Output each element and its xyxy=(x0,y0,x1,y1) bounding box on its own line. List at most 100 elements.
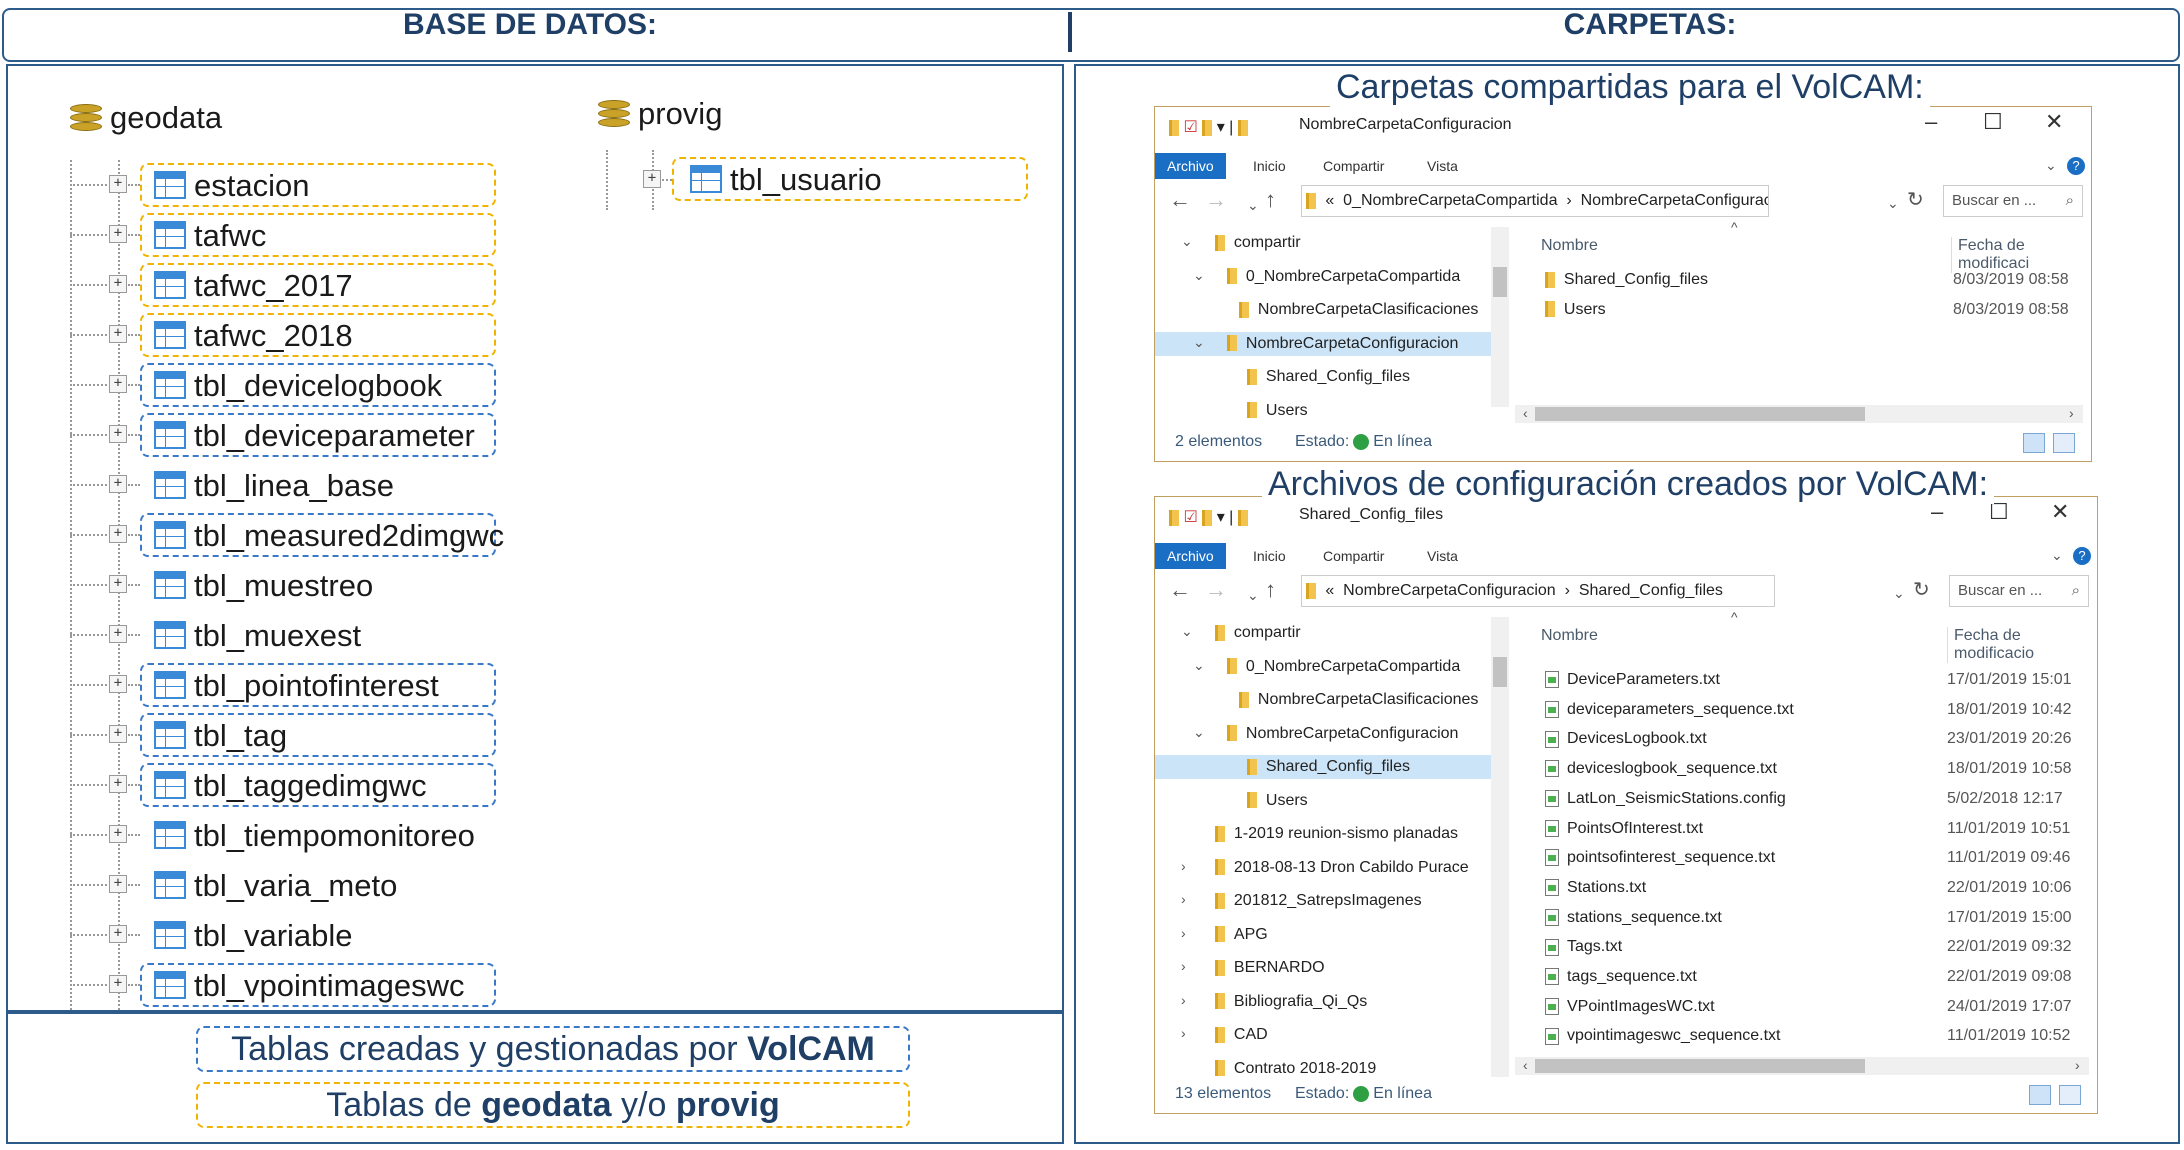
expand-icon[interactable]: + xyxy=(109,425,127,443)
table-item[interactable]: tbl_vpointimageswc xyxy=(194,968,465,1003)
quick-access-toolbar[interactable]: ☑ ▾ | xyxy=(1169,117,1248,137)
ribbon-tab[interactable]: Vista xyxy=(1427,548,1458,564)
expand-icon[interactable]: + xyxy=(109,825,127,843)
expand-icon[interactable]: + xyxy=(109,275,127,293)
expand-icon[interactable]: + xyxy=(109,225,127,243)
forward-button[interactable]: → xyxy=(1205,187,1227,212)
tree-item[interactable]: Users xyxy=(1247,789,1308,813)
tree-item[interactable]: 0_NombreCarpetaCompartida xyxy=(1227,655,1460,679)
expand-icon[interactable]: + xyxy=(109,575,127,593)
expand-icon[interactable]: + xyxy=(109,875,127,893)
expand-icon[interactable]: + xyxy=(109,675,127,693)
search-input[interactable]: Buscar en ...⌕ xyxy=(1949,575,2089,607)
table-item[interactable]: tbl_varia_meto xyxy=(194,868,398,903)
scroll-thumb[interactable] xyxy=(1493,267,1507,297)
forward-button[interactable]: → xyxy=(1205,577,1227,602)
column-header-date[interactable]: Fecha de modificacio xyxy=(1947,627,2097,663)
table-item[interactable]: tbl_taggedimgwc xyxy=(194,768,427,803)
file-row[interactable]: deviceparameters_sequence.txt xyxy=(1545,699,1794,721)
maximize-button[interactable]: ☐ xyxy=(1983,109,2003,134)
chevron-down-icon[interactable]: ⌄ xyxy=(2045,157,2057,173)
refresh-button[interactable]: ↻ xyxy=(1907,189,1924,211)
file-row[interactable]: PointsOfInterest.txt xyxy=(1545,818,1703,840)
table-item[interactable]: tbl_variable xyxy=(194,918,353,953)
ribbon-tab[interactable]: Archivo xyxy=(1155,543,1226,569)
ribbon-tab[interactable]: Compartir xyxy=(1323,158,1385,174)
table-item[interactable]: tbl_deviceparameter xyxy=(194,418,475,453)
chevron-down-icon[interactable]: ⌄ xyxy=(2051,547,2063,563)
expand-icon[interactable]: + xyxy=(109,175,127,193)
table-item[interactable]: tafwc_2018 xyxy=(194,318,353,353)
scroll-left-icon[interactable]: ‹ xyxy=(1523,405,1528,421)
maximize-button[interactable]: ☐ xyxy=(1989,499,2009,524)
ribbon-tab[interactable]: Archivo xyxy=(1155,153,1226,179)
expand-icon[interactable]: + xyxy=(643,170,661,188)
tree-item[interactable]: CAD xyxy=(1215,1023,1268,1047)
recent-icon[interactable]: ⌄ xyxy=(1247,197,1259,213)
scroll-thumb[interactable] xyxy=(1493,657,1507,687)
file-row[interactable]: Tags.txt xyxy=(1545,936,1622,958)
expand-icon[interactable]: + xyxy=(109,325,127,343)
breadcrumb-item[interactable]: 0_NombreCarpetaCompartida xyxy=(1343,192,1558,209)
file-row[interactable]: pointsofinterest_sequence.txt xyxy=(1545,847,1775,869)
tree-scrollbar[interactable] xyxy=(1491,617,1509,1077)
expand-icon[interactable]: + xyxy=(109,475,127,493)
file-row[interactable]: DeviceParameters.txt xyxy=(1545,669,1720,691)
file-row[interactable]: LatLon_SeismicStations.config xyxy=(1545,788,1786,810)
chevron-down-icon[interactable]: ⌄ xyxy=(1193,333,1205,350)
tree-item[interactable]: NombreCarpetaClasificaciones xyxy=(1239,688,1478,712)
tree-item[interactable]: Contrato 2018-2019 xyxy=(1215,1057,1376,1081)
ribbon-tab[interactable]: Compartir xyxy=(1323,548,1385,564)
file-row[interactable]: Stations.txt xyxy=(1545,877,1646,899)
table-item[interactable]: tafwc_2017 xyxy=(194,268,353,303)
expand-icon[interactable]: + xyxy=(109,525,127,543)
expand-icon[interactable]: + xyxy=(109,725,127,743)
minimize-button[interactable]: – xyxy=(1925,109,1938,134)
column-header-name[interactable]: Nombre xyxy=(1541,627,1598,644)
details-view-button[interactable] xyxy=(2023,433,2045,453)
tree-item[interactable]: compartir xyxy=(1215,231,1301,255)
tree-item[interactable]: BERNARDO xyxy=(1215,956,1325,980)
tree-item[interactable]: 2018-08-13 Dron Cabildo Purace xyxy=(1215,856,1469,880)
chevron-down-icon[interactable]: ⌄ xyxy=(1193,266,1205,283)
chevron-down-icon[interactable]: ⌄ xyxy=(1193,656,1205,673)
refresh-button[interactable]: ↻ xyxy=(1913,579,1930,601)
chevron-right-icon[interactable]: › xyxy=(1181,891,1186,907)
help-icon[interactable]: ? xyxy=(2073,547,2091,565)
details-view-button[interactable] xyxy=(2029,1085,2051,1105)
scroll-thumb[interactable] xyxy=(1535,1059,1865,1073)
file-row[interactable]: DevicesLogbook.txt xyxy=(1545,728,1707,750)
chevron-right-icon[interactable]: › xyxy=(1181,1025,1186,1041)
close-button[interactable]: ✕ xyxy=(2045,109,2064,134)
address-bar[interactable]: « 0_NombreCarpetaCompartida › NombreCarp… xyxy=(1301,185,1769,217)
table-item[interactable]: tbl_muestreo xyxy=(194,568,374,603)
chevron-right-icon[interactable]: › xyxy=(1181,857,1186,874)
tree-item[interactable]: 201812_SatrepsImagenes xyxy=(1215,889,1422,913)
table-item[interactable]: tbl_pointofinterest xyxy=(194,668,439,703)
chevron-down-icon[interactable]: ⌄ xyxy=(1887,195,1899,211)
breadcrumb-item[interactable]: NombreCarpetaConfiguracion xyxy=(1343,582,1556,599)
recent-icon[interactable]: ⌄ xyxy=(1247,587,1259,603)
tree-item[interactable]: compartir xyxy=(1215,621,1301,645)
tree-item[interactable]: NombreCarpetaConfiguracion xyxy=(1227,722,1458,746)
file-row[interactable]: vpointimageswc_sequence.txt xyxy=(1545,1025,1780,1047)
file-row[interactable]: tags_sequence.txt xyxy=(1545,966,1697,988)
chevron-down-icon[interactable]: ⌄ xyxy=(1893,585,1905,601)
scroll-left-icon[interactable]: ‹ xyxy=(1523,1057,1528,1073)
tree-item[interactable]: NombreCarpetaClasificaciones xyxy=(1239,298,1478,322)
table-item[interactable]: tbl_tag xyxy=(194,718,288,753)
scroll-thumb[interactable] xyxy=(1535,407,1865,421)
ribbon-tab[interactable]: Inicio xyxy=(1253,548,1286,564)
chevron-right-icon[interactable]: › xyxy=(1181,991,1186,1008)
expand-icon[interactable]: + xyxy=(109,975,127,993)
table-item[interactable]: tafwc xyxy=(194,218,267,253)
back-button[interactable]: ← xyxy=(1169,187,1191,212)
table-item[interactable]: tbl_devicelogbook xyxy=(194,368,443,403)
expand-icon[interactable]: + xyxy=(109,375,127,393)
expand-icon[interactable]: + xyxy=(109,775,127,793)
ribbon-tab[interactable]: Vista xyxy=(1427,158,1458,174)
chevron-down-icon[interactable]: ⌄ xyxy=(1181,233,1193,249)
table-tbl-usuario[interactable]: tbl_usuario xyxy=(730,162,882,197)
tiles-view-button[interactable] xyxy=(2059,1085,2081,1105)
file-row[interactable]: VPointImagesWC.txt xyxy=(1545,996,1715,1018)
